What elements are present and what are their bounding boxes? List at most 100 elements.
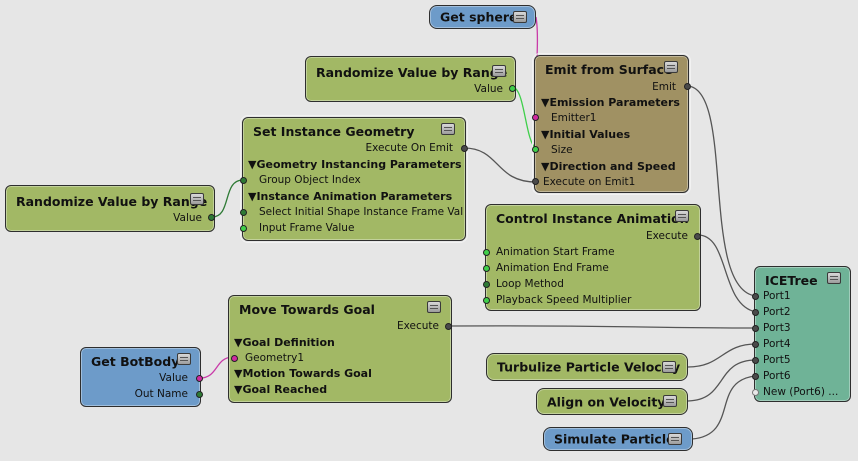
icetree-port6[interactable]	[752, 373, 759, 380]
wire-goal-to-port3	[449, 325, 757, 329]
wire-turbulize-to-port4	[687, 343, 757, 368]
botbody-value-port[interactable]	[196, 375, 203, 382]
execute-on-emit1-port[interactable]	[532, 178, 539, 185]
wire-randomize-to-group-index	[211, 179, 244, 218]
botbody-outname-label: Out Name	[134, 388, 188, 400]
icetree-port3-label: Port3	[763, 322, 791, 334]
align-on-velocity-node[interactable]: Align on Velocity	[536, 388, 688, 415]
randomize-top-value-label: Value	[474, 83, 503, 95]
input-frame-value-label: Input Frame Value	[259, 222, 355, 234]
icetree-port3[interactable]	[752, 325, 759, 332]
grip-icon[interactable]	[663, 395, 677, 407]
goal-reached-section[interactable]: ▼Goal Reached	[234, 383, 328, 396]
geometry1-label: Geometry1	[245, 352, 305, 364]
emit-port[interactable]	[684, 83, 691, 90]
get-sphere-node[interactable]: Get sphere	[429, 5, 536, 29]
turbulize-title: Turbulize Particle Velocity	[497, 359, 681, 375]
control-execute-label: Execute	[646, 230, 688, 242]
icetree-title: ICETree	[765, 273, 818, 288]
move-towards-goal-node[interactable]: Move Towards Goal Execute ▼Goal Definiti…	[228, 295, 452, 403]
emit-label: Emit	[652, 81, 676, 93]
input-frame-value-port[interactable]	[240, 225, 247, 232]
emitter1-port[interactable]	[532, 114, 539, 121]
icetree-port4[interactable]	[752, 341, 759, 348]
motion-towards-goal-section[interactable]: ▼Motion Towards Goal	[234, 367, 372, 380]
geometry1-port[interactable]	[231, 355, 238, 362]
control-execute-port[interactable]	[694, 233, 701, 240]
icetree-port1-label: Port1	[763, 290, 791, 302]
grip-icon[interactable]	[668, 433, 682, 445]
get-sphere-title: Get sphere	[440, 9, 518, 25]
grip-icon[interactable]	[675, 210, 689, 222]
emit-from-surface-title: Emit from Surface	[545, 62, 673, 77]
icetree-new-port[interactable]	[752, 389, 759, 396]
execute-on-emit-port[interactable]	[461, 145, 468, 152]
wire-align-to-port5	[687, 359, 757, 402]
icetree-node[interactable]: ICETree Port1 Port2 Port3 Port4 Port5 Po…	[752, 266, 851, 402]
icetree-port2[interactable]	[752, 309, 759, 316]
grip-icon[interactable]	[513, 11, 527, 23]
control-instance-animation-node[interactable]: Control Instance Animation Execute Anima…	[483, 204, 701, 311]
get-botbody-node[interactable]: Get BotBody Value Out Name	[80, 347, 203, 407]
simulate-particles-node[interactable]: Simulate Particles	[543, 427, 693, 451]
botbody-outname-port[interactable]	[196, 391, 203, 398]
goal-execute-label: Execute	[397, 320, 439, 332]
emit-from-surface-node[interactable]: Emit from Surface Emit ▼Emission Paramet…	[532, 53, 691, 195]
turbulize-particle-velocity-node[interactable]: Turbulize Particle Velocity	[486, 353, 688, 381]
emission-parameters-section[interactable]: ▼Emission Parameters	[541, 96, 680, 109]
grip-icon[interactable]	[664, 61, 678, 73]
goal-definition-section[interactable]: ▼Goal Definition	[234, 336, 335, 349]
loop-method-port[interactable]	[483, 281, 490, 288]
randomize-left-value-port[interactable]	[208, 214, 215, 221]
grip-icon[interactable]	[827, 272, 841, 284]
grip-icon[interactable]	[662, 361, 676, 373]
execute-on-emit-label: Execute On Emit	[365, 142, 453, 154]
icetree-new-port-label: New (Port6) ...	[763, 386, 839, 398]
randomize-value-top-node[interactable]: Randomize Value by Range Value	[305, 56, 516, 102]
playback-speed-port[interactable]	[483, 297, 490, 304]
icetree-port4-label: Port4	[763, 338, 791, 350]
randomize-left-title: Randomize Value by Range	[16, 194, 208, 209]
goal-execute-port[interactable]	[445, 323, 452, 330]
select-initial-shape-port[interactable]	[240, 209, 247, 216]
grip-icon[interactable]	[492, 65, 506, 77]
wire-geometry-to-emit	[463, 147, 537, 183]
group-object-index-port[interactable]	[240, 177, 247, 184]
grip-icon[interactable]	[427, 301, 441, 313]
randomize-value-left-node[interactable]: Randomize Value by Range Value	[5, 185, 215, 232]
grip-icon[interactable]	[190, 193, 204, 205]
wire-simulate-to-port6	[691, 375, 757, 440]
group-object-index-label: Group Object Index	[259, 174, 361, 186]
direction-speed-section[interactable]: ▼Direction and Speed	[541, 160, 676, 173]
initial-values-section[interactable]: ▼Initial Values	[541, 128, 631, 141]
emitter1-label: Emitter1	[551, 112, 597, 124]
execute-on-emit1-label: Execute on Emit1	[543, 176, 636, 188]
randomize-top-value-port[interactable]	[509, 85, 516, 92]
icetree-port5[interactable]	[752, 357, 759, 364]
align-on-velocity-title: Align on Velocity	[547, 394, 666, 409]
set-instance-geometry-node[interactable]: Set Instance Geometry Execute On Emit ▼G…	[240, 115, 468, 243]
size-label: Size	[551, 144, 573, 156]
size-port[interactable]	[532, 146, 539, 153]
icetree-port2-label: Port2	[763, 306, 791, 318]
playback-speed-label: Playback Speed Multiplier	[496, 294, 632, 306]
select-initial-shape-label: Select Initial Shape Instance Frame Val	[259, 206, 464, 218]
loop-method-label: Loop Method	[496, 278, 564, 290]
randomize-left-value-label: Value	[173, 212, 202, 224]
icetree-port6-label: Port6	[763, 370, 791, 382]
animation-end-frame-label: Animation End Frame	[496, 262, 609, 274]
geometry-instancing-section[interactable]: ▼Geometry Instancing Parameters	[248, 158, 462, 171]
move-towards-goal-title: Move Towards Goal	[239, 302, 375, 317]
icetree-port5-label: Port5	[763, 354, 791, 366]
set-instance-geometry-title: Set Instance Geometry	[253, 124, 415, 139]
randomize-top-title: Randomize Value by Range	[316, 65, 508, 80]
animation-end-frame-port[interactable]	[483, 265, 490, 272]
animation-start-frame-port[interactable]	[483, 249, 490, 256]
simulate-particles-title: Simulate Particles	[554, 431, 683, 447]
instance-animation-section[interactable]: ▼Instance Animation Parameters	[248, 190, 453, 203]
grip-icon[interactable]	[441, 123, 455, 135]
icetree-port1[interactable]	[752, 293, 759, 300]
botbody-value-label: Value	[159, 372, 188, 384]
grip-icon[interactable]	[177, 353, 191, 365]
